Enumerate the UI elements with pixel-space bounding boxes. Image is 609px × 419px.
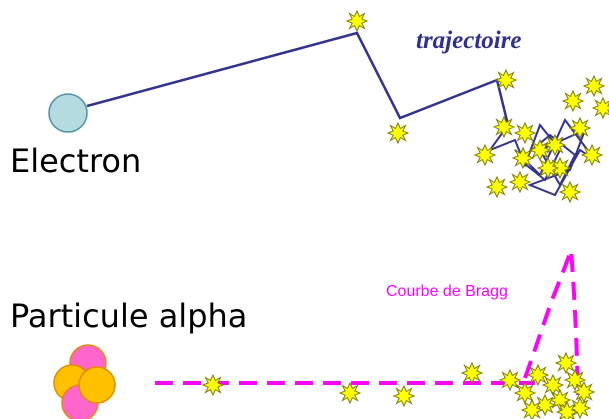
alpha-particle-nucleus: [53, 344, 116, 419]
alpha-particle-label: Particule alpha: [10, 297, 248, 335]
electron-label: Electron: [10, 142, 142, 180]
trajectory-label: trajectoire: [416, 27, 522, 54]
electron-trajectory-line: [86, 31, 510, 126]
electron-circle: [48, 93, 88, 133]
alpha-impacts: [202, 352, 595, 419]
bragg-curve-label: Courbe de Bragg: [386, 283, 508, 300]
bragg-curve: [523, 249, 580, 396]
